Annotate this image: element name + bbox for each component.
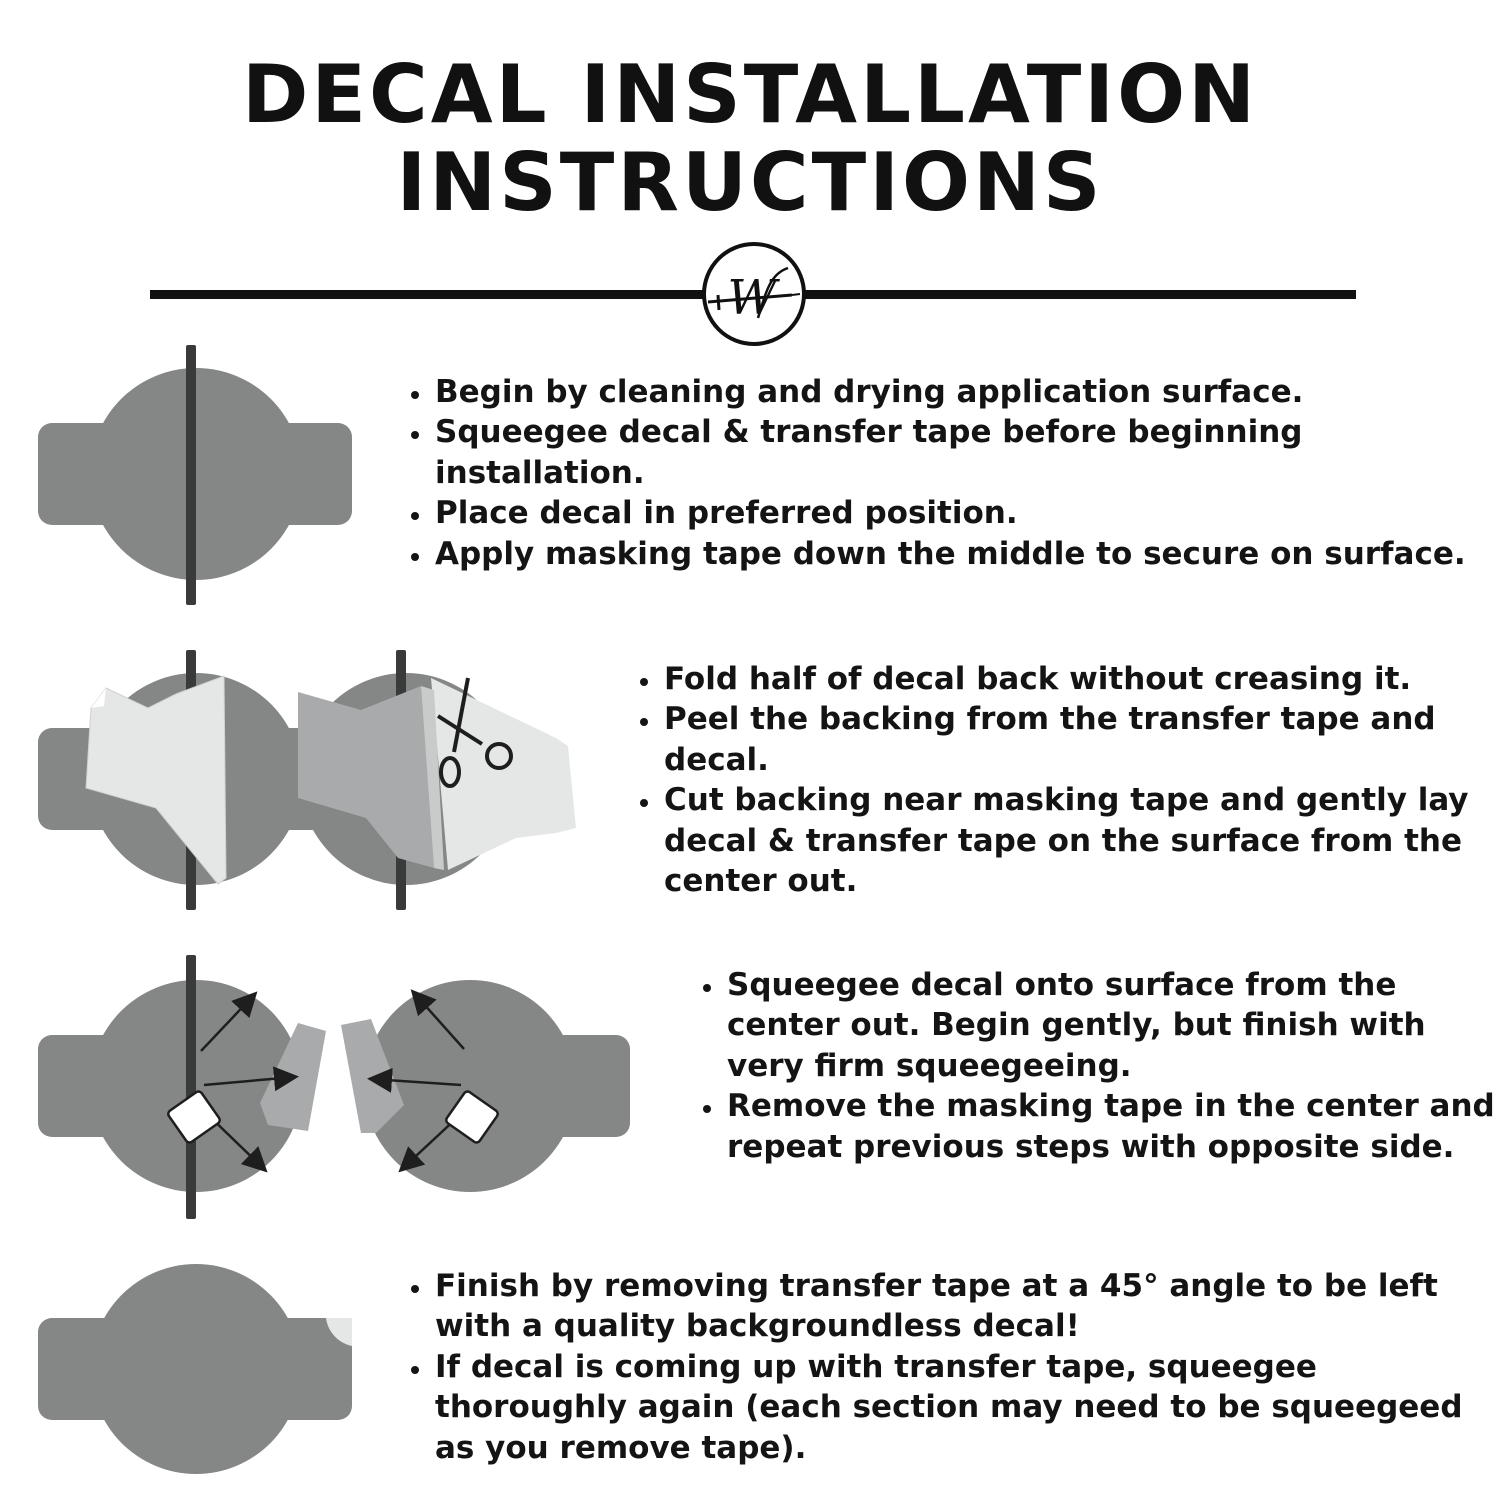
step-4-list: Finish by removing transfer tape at a 45… bbox=[385, 1266, 1493, 1468]
divider-right bbox=[800, 290, 1356, 299]
finished-decal-icon bbox=[38, 1264, 352, 1474]
step-1-list: Begin by cleaning and drying application… bbox=[385, 372, 1493, 574]
step-4-item: Finish by removing transfer tape at a 45… bbox=[433, 1266, 1493, 1347]
page-title-line-1: DECAL INSTALLATION bbox=[241, 48, 1259, 141]
scissors-icon bbox=[436, 677, 513, 788]
step-3-item: Remove the masking tape in the center an… bbox=[725, 1086, 1495, 1167]
decal-with-masking-tape-icon bbox=[38, 345, 352, 605]
fold-and-cut-backing-icon bbox=[38, 650, 576, 910]
sword-w-logo-icon: W bbox=[702, 242, 806, 346]
step-3-item: Squeegee decal onto surface from the cen… bbox=[725, 965, 1495, 1086]
step-2-list: Fold half of decal back without creasing… bbox=[614, 659, 1492, 901]
step-4-item: If decal is coming up with transfer tape… bbox=[433, 1347, 1493, 1468]
step-1-item: Place decal in preferred position. bbox=[433, 493, 1493, 533]
step-1-item: Squeegee decal & transfer tape before be… bbox=[433, 412, 1493, 493]
divider-left bbox=[150, 290, 706, 299]
page-title-line-2: INSTRUCTIONS bbox=[396, 136, 1104, 229]
step-1-item: Apply masking tape down the middle to se… bbox=[433, 534, 1493, 574]
logo-letter: W bbox=[727, 270, 780, 326]
step-2-item: Fold half of decal back without creasing… bbox=[662, 659, 1492, 699]
squeegee-decal-icon bbox=[38, 955, 630, 1219]
step-2-item: Cut backing near masking tape and gently… bbox=[662, 780, 1492, 901]
step-2-item: Peel the backing from the transfer tape … bbox=[662, 699, 1492, 780]
step-1-item: Begin by cleaning and drying application… bbox=[433, 372, 1493, 412]
step-3-list: Squeegee decal onto surface from the cen… bbox=[677, 965, 1495, 1167]
